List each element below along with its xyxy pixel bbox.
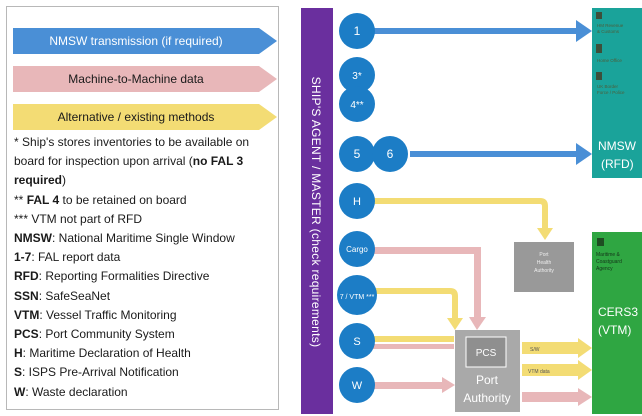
circle-cargo — [339, 231, 375, 267]
circle-4-label: 4** — [350, 100, 363, 111]
legend-alt-label: Alternative / existing methods — [57, 110, 215, 124]
health-box — [514, 242, 574, 292]
nmsw-logos — [596, 12, 602, 80]
m2m-arrow-cargo — [374, 247, 486, 330]
port-line-2: Authority — [463, 391, 510, 405]
note-vtm: *** VTM not part of RFD — [14, 211, 143, 226]
circle-6 — [372, 136, 408, 172]
flow-label-sw: S/W — [530, 347, 540, 353]
alt-arrow-health — [372, 198, 553, 240]
cers-small-1: Maritime & — [596, 252, 621, 258]
circle-h — [339, 183, 375, 219]
circle-1 — [339, 13, 375, 49]
nmsw-small-2: & Customs — [597, 29, 620, 34]
nmsw-small-5: Force / Police — [597, 90, 625, 95]
nmsw-small-1: HM Revenue — [597, 23, 624, 28]
pcs-label: PCS — [476, 348, 497, 359]
agent-bar-label: SHIP'S AGENT / MASTER (check requirement… — [309, 77, 323, 348]
cers-subtitle: (VTM) — [598, 323, 631, 337]
nmsw-box — [592, 8, 642, 178]
note-ssn: SSN: SafeSeaNet — [14, 288, 111, 303]
circle-cargo-label: Cargo — [346, 245, 368, 254]
legend-m2m-arrow: Machine-to-Machine data — [13, 66, 277, 92]
circle-7-vtm — [337, 275, 377, 315]
note-pcs: PCS: Port Community System — [14, 327, 175, 342]
health-line-1: Port — [539, 252, 549, 258]
note-fal4: ** FAL 4 to be retained on board — [14, 192, 187, 207]
nmsw-small-3: Home Office — [597, 58, 622, 63]
m2m-arrow-w — [372, 377, 455, 393]
nmsw-subtitle: (RFD) — [601, 157, 634, 171]
note-fal-data: 1-7: FAL report data — [14, 250, 121, 265]
circle-1-label: 1 — [354, 24, 361, 38]
nmsw-arrow-1 — [374, 20, 592, 42]
circle-3 — [339, 57, 375, 93]
note-waste: W: Waste declaration — [14, 384, 128, 399]
cers-small-2: Coastguard — [596, 259, 622, 265]
legend-notes: * Ship's stores inventories to be availa… — [14, 133, 276, 402]
cers-title: CERS3 — [598, 305, 638, 319]
circle-4 — [339, 86, 375, 122]
circle-5 — [339, 136, 375, 172]
circle-s-label: S — [353, 336, 360, 348]
circle-w-label: W — [352, 380, 363, 392]
note-vtm-def: VTM: Vessel Traffic Monitoring — [14, 307, 177, 322]
legend-m2m-label: Machine-to-Machine data — [68, 72, 204, 86]
pcs-box — [465, 336, 507, 368]
health-line-2: Health — [537, 260, 552, 266]
nmsw-small-4: UK Border — [597, 84, 619, 89]
nmsw-arrow-5-6 — [410, 143, 592, 165]
note-isps: S: ISPS Pre-Arrival Notification — [14, 365, 179, 380]
note-health: H: Maritime Declaration of Health — [14, 346, 191, 361]
mca-logo-icon — [597, 238, 604, 246]
port-line-1: Port — [476, 373, 499, 387]
circle-6-label: 6 — [387, 147, 394, 161]
legend-nmsw-label: NMSW transmission (if required) — [49, 34, 223, 48]
circle-w — [339, 367, 375, 403]
flow-label-vtm: VTM data — [528, 369, 550, 375]
alt-arrow-s — [372, 336, 454, 342]
note-rfd: RFD: Reporting Formalities Directive — [14, 269, 210, 284]
agent-bar — [301, 8, 333, 414]
nmsw-title: NMSW — [598, 139, 637, 153]
health-line-3: Authority — [534, 268, 554, 274]
m2m-arrow-port-out — [522, 388, 592, 406]
alt-arrow-port-out-1 — [522, 338, 592, 358]
alt-arrow-port-out-2 — [522, 360, 592, 380]
circle-s — [339, 323, 375, 359]
legend-alt-arrow: Alternative / existing methods — [13, 104, 277, 130]
circle-7-label: 7 / VTM *** — [340, 294, 375, 301]
cers-box — [592, 232, 642, 414]
circle-3-label: 3* — [352, 71, 362, 82]
legend-nmsw-arrow: NMSW transmission (if required) — [13, 28, 277, 54]
note-stores: * Ship's stores inventories to be availa… — [14, 135, 250, 188]
circle-5-label: 5 — [354, 147, 361, 161]
legend-panel: NMSW transmission (if required) Machine-… — [6, 6, 279, 410]
note-nmsw: NMSW: National Maritime Single Window — [14, 231, 235, 246]
m2m-arrow-s — [372, 344, 454, 349]
alt-arrow-vtm — [372, 288, 463, 330]
circle-h-label: H — [353, 196, 361, 208]
cers-small-3: Agency — [596, 266, 613, 272]
